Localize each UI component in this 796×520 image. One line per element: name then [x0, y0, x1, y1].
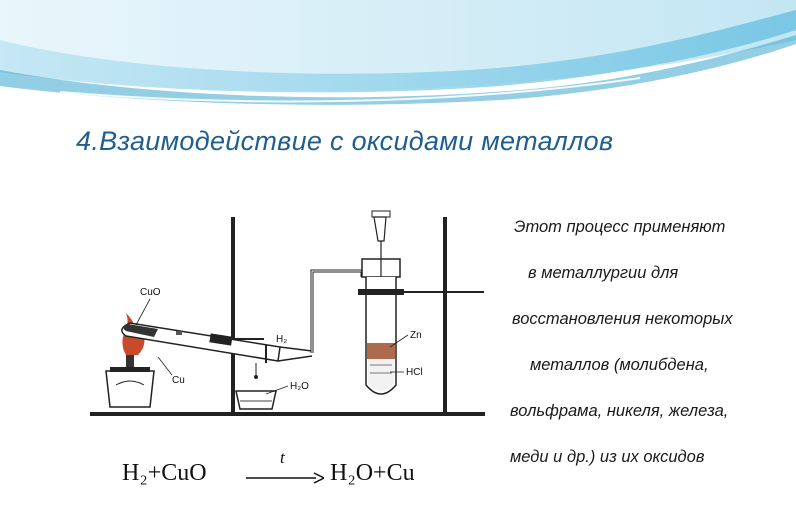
- description-line: меди и др.) из их оксидов: [510, 448, 705, 466]
- reaction-arrow-icon: [246, 472, 324, 484]
- equation-products: H₂O+Cu: [330, 460, 415, 486]
- left-stand-rod: [231, 217, 235, 413]
- equation-reactants: H₂+CuO: [122, 460, 207, 486]
- slide-title: 4.Взаимодействие с оксидами металлов: [76, 126, 614, 156]
- hydrogen-reduction-apparatus: CuO Cu H₂ H₂O Zn HCl: [90, 210, 485, 416]
- label-cuo: CuO: [140, 287, 161, 298]
- label-zn: Zn: [410, 330, 422, 341]
- wave-banner: [0, 0, 796, 105]
- inclined-test-tube: [121, 322, 313, 363]
- label-h2: H₂: [276, 334, 287, 345]
- equation-condition: t: [280, 448, 285, 467]
- description-line: металлов (молибдена,: [530, 356, 709, 374]
- water-dish: [235, 363, 277, 410]
- description-line: в металлургии для: [528, 264, 679, 282]
- description-line: Этот процесс применяют: [514, 218, 726, 236]
- stand-base: [90, 412, 485, 416]
- description-line: восстановления некоторых: [512, 310, 733, 328]
- label-h2o: H₂O: [290, 381, 309, 392]
- label-hcl: HCl: [406, 367, 423, 378]
- reaction-equation: H₂+CuO t H₂O+Cu: [122, 448, 452, 498]
- label-cu: Cu: [172, 375, 185, 386]
- gas-delivery-tube: [310, 269, 364, 353]
- description-line: вольфрама, никеля, железа,: [510, 402, 729, 420]
- hydrogen-generator-tube: [358, 210, 404, 395]
- right-stand-rod: [443, 217, 447, 413]
